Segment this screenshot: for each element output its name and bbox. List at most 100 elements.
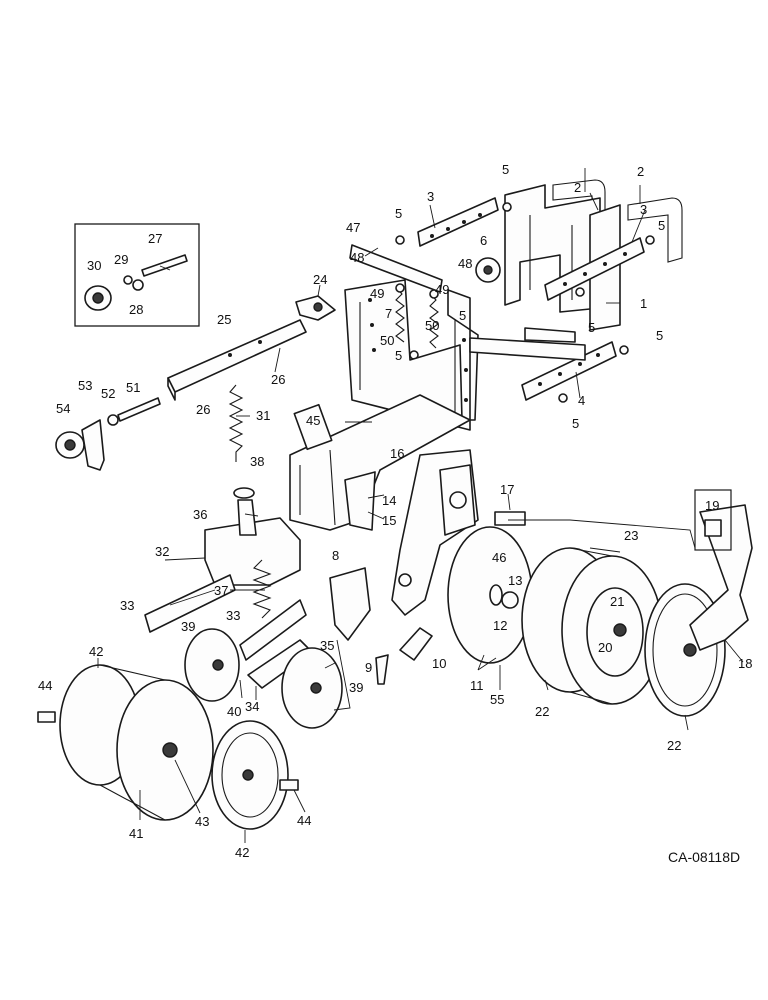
callout-33a: 33: [120, 598, 134, 613]
callout-14: 14: [382, 493, 396, 508]
callout-16: 16: [390, 446, 404, 461]
link-arm-right: [469, 327, 586, 361]
arms-33: [144, 574, 307, 661]
callout-11: 11: [470, 678, 484, 693]
callout-24: 24: [313, 272, 327, 287]
callout-15: 15: [382, 513, 396, 528]
callout-27: 27: [148, 231, 162, 246]
callout-13: 13: [508, 573, 522, 588]
callout-9: 9: [365, 660, 372, 675]
inset-box: [74, 223, 200, 327]
callout-10: 10: [432, 656, 446, 671]
callout-5b: 5: [395, 206, 402, 221]
washer-52: [107, 414, 119, 426]
callout-5f: 5: [572, 416, 579, 431]
callout-22: 22: [535, 704, 549, 719]
press-wheel-23: [521, 547, 663, 705]
callout-30: 30: [87, 258, 101, 273]
callout-32: 32: [155, 544, 169, 559]
callout-50a: 50: [380, 333, 394, 348]
frame-7: [344, 279, 479, 431]
callout-47: 47: [346, 220, 360, 235]
plate-53: [81, 419, 105, 471]
blade-9: [375, 654, 389, 685]
callout-25: 25: [217, 312, 231, 327]
callout-22b: 22: [667, 738, 681, 753]
callout-48b: 48: [458, 256, 472, 271]
callout-3b: 3: [640, 202, 647, 217]
cap-38: [233, 487, 257, 536]
lever-arm-25: [167, 319, 307, 401]
strap-3-right: [544, 237, 645, 301]
callout-5d: 5: [588, 320, 595, 335]
bracket-32: [204, 517, 301, 586]
document-code: CA-08118D: [668, 849, 740, 865]
nuts-5: [395, 202, 655, 403]
callout-37: 37: [214, 583, 228, 598]
leader-lines: [97, 168, 744, 843]
callout-44b: 44: [297, 813, 311, 828]
callout-39a: 39: [181, 619, 195, 634]
scraper-8: [329, 567, 371, 641]
strap-3-upper: [417, 197, 499, 247]
callout-50b: 50: [425, 318, 439, 333]
callout-44a: 44: [38, 678, 52, 693]
callout-43: 43: [195, 814, 209, 829]
callout-7: 7: [385, 306, 392, 321]
callout-54: 54: [56, 401, 70, 416]
callout-31: 31: [256, 408, 270, 423]
callout-1: 1: [640, 296, 647, 311]
callout-21: 21: [610, 594, 624, 609]
bracket-10: [399, 627, 433, 661]
callout-6: 6: [480, 233, 487, 248]
callout-35: 35: [320, 638, 334, 653]
callout-12: 12: [493, 618, 507, 633]
callout-20: 20: [598, 640, 612, 655]
callout-55: 55: [490, 692, 504, 707]
callout-labels: 1 2 2 3 3 4 5 5 5 5 5 5 5 5 6 7 8 9 10 1…: [38, 162, 752, 860]
rod-51: [117, 397, 161, 422]
callout-4: 4: [578, 393, 585, 408]
callout-36: 36: [193, 507, 207, 522]
arm-18: [689, 504, 753, 651]
callout-38: 38: [250, 454, 264, 469]
callout-17: 17: [500, 482, 514, 497]
callout-33b: 33: [226, 608, 240, 623]
gauge-wheel-42-lower: [211, 720, 289, 830]
gauge-disc-39-upper: [184, 628, 240, 702]
callout-5e: 5: [656, 328, 663, 343]
callout-41: 41: [129, 826, 143, 841]
callout-3: 3: [427, 189, 434, 204]
bracket-47: [349, 244, 443, 293]
callout-42a: 42: [89, 644, 103, 659]
callout-42b: 42: [235, 845, 249, 860]
callout-34: 34: [245, 699, 259, 714]
callout-49a: 49: [370, 286, 384, 301]
callout-29: 29: [114, 252, 128, 267]
callout-48a: 48: [350, 250, 364, 265]
callout-2: 2: [637, 164, 644, 179]
callout-19: 19: [705, 498, 719, 513]
callout-45: 45: [306, 413, 320, 428]
callout-26a: 26: [271, 372, 285, 387]
callout-40: 40: [227, 704, 241, 719]
callout-28: 28: [129, 302, 143, 317]
spring-37: [252, 559, 272, 619]
arm-16: [391, 449, 479, 616]
callout-5g: 5: [395, 348, 402, 363]
callout-51: 51: [126, 380, 140, 395]
bracket-24: [295, 295, 336, 321]
callout-26b: 26: [196, 402, 210, 417]
callout-5c: 5: [658, 218, 665, 233]
callout-39b: 39: [349, 680, 363, 695]
callout-46: 46: [492, 550, 506, 565]
callout-2b: 2: [574, 180, 581, 195]
callout-53: 53: [78, 378, 92, 393]
callout-5a: 5: [502, 162, 509, 177]
callout-52: 52: [101, 386, 115, 401]
callout-8: 8: [332, 548, 339, 563]
disc-opener-55: [447, 526, 533, 664]
bracket-14-15: [344, 471, 376, 531]
callout-18: 18: [738, 656, 752, 671]
